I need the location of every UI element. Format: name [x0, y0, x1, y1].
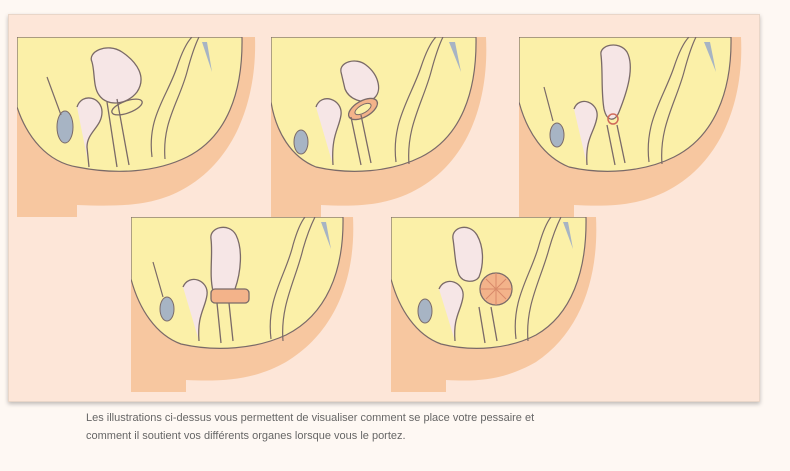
figure-caption: Les illustrations ci-dessus vous permett…	[86, 409, 706, 445]
anatomy-panel-3	[519, 37, 751, 217]
caption-line-2: comment il soutient vos différents organ…	[86, 427, 706, 445]
caption-line-1: Les illustrations ci-dessus vous permett…	[86, 409, 706, 427]
anatomy-panel-5	[391, 217, 606, 392]
illustration-figure	[8, 14, 760, 402]
anatomy-panel-2	[271, 37, 496, 217]
anatomy-panel-1	[17, 37, 257, 217]
anatomy-panel-4	[131, 217, 361, 392]
